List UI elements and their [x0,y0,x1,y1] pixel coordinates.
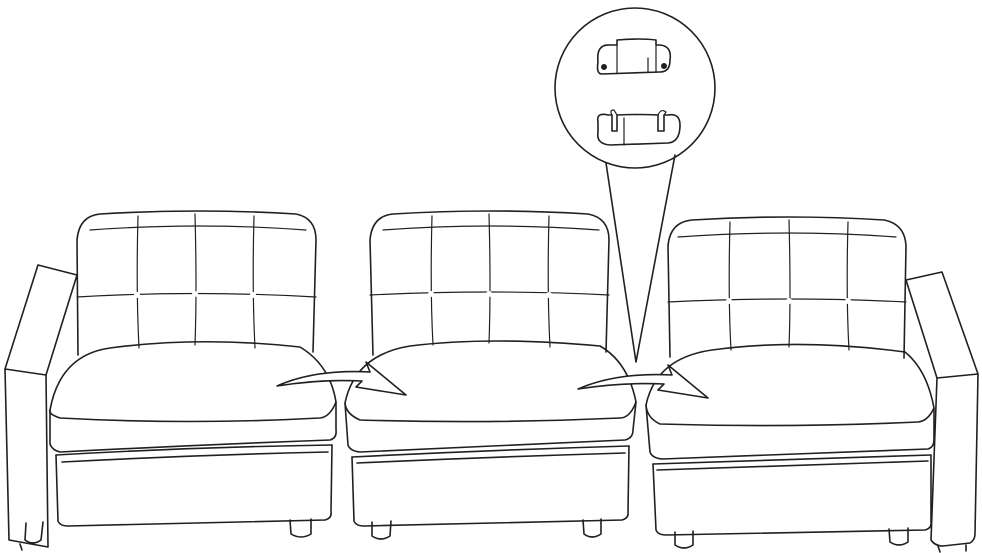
right-seat-cushion [645,343,935,460]
right-backrest [667,216,907,359]
tuft-button [134,292,140,298]
left-arm-chair [4,210,337,551]
tuft-button [192,291,198,297]
connector-bracket-upper [596,38,672,75]
tuft-button [786,298,792,304]
left-backrest [76,210,317,356]
callout-circle [554,7,716,169]
middle-seat-cushion [344,340,637,453]
tuft-button [428,291,434,297]
tuft-button [486,291,492,297]
connection-arrow-right [577,364,709,399]
screw-hole [660,62,667,69]
tuft-button [546,292,552,298]
right-base [652,454,932,549]
middle-base [351,445,630,540]
screw-hole [600,64,607,71]
connector-bracket-lower [596,109,681,146]
left-seat-cushion [48,340,337,453]
left-armrest [4,264,78,551]
connector-detail-callout [554,7,716,363]
callout-pointer [605,154,676,363]
tuft-button [726,298,732,304]
tuft-button [250,292,256,298]
left-base [24,444,333,544]
connection-arrow-left [276,361,407,396]
tuft-button [845,298,851,304]
armless-middle-chair [344,210,637,540]
right-armrest [905,271,979,553]
middle-backrest [369,210,610,356]
right-arm-chair [645,216,979,553]
